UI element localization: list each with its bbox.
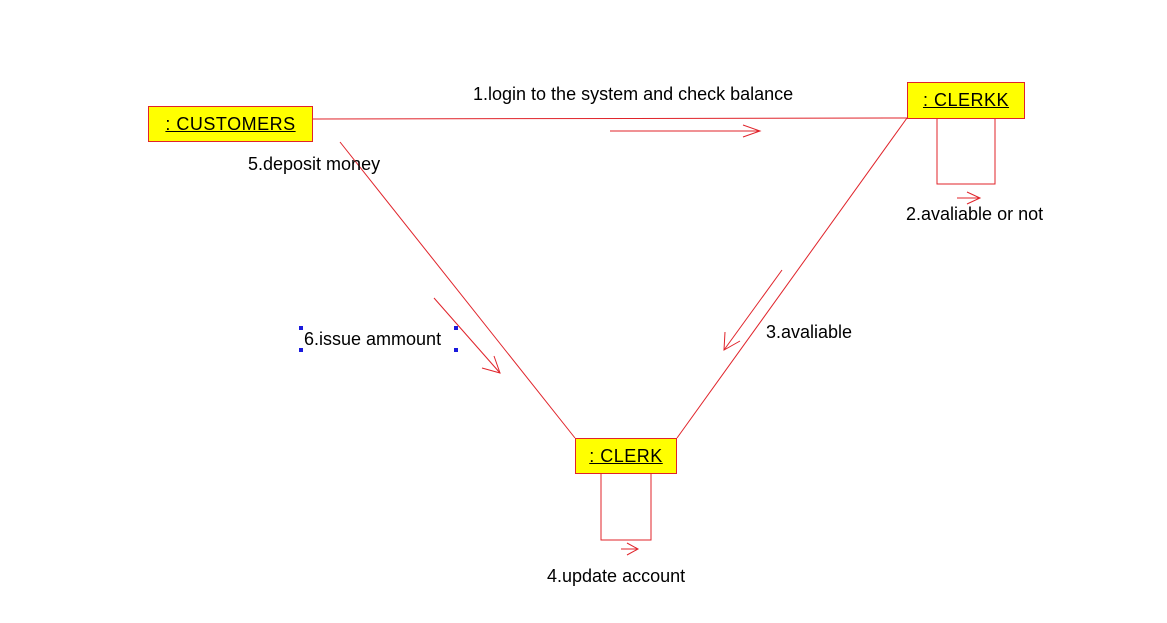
link-customers-clerkk[interactable] <box>312 117 908 120</box>
link-clerkk-clerk[interactable] <box>676 117 908 439</box>
message-arrow-5-6 <box>433 297 501 374</box>
message-label-5[interactable]: 5.deposit money <box>248 154 381 174</box>
message-label-1[interactable]: 1.login to the system and check balance <box>473 84 794 104</box>
self-link-clerk[interactable] <box>600 474 652 541</box>
object-customers-label: : CUSTOMERS <box>165 113 296 134</box>
selection-handle-top-left[interactable] <box>299 326 303 330</box>
selection-handle-top-right[interactable] <box>454 326 458 330</box>
message-arrow-1 <box>610 124 762 138</box>
message-label-2[interactable]: 2.avaliable or not <box>906 204 1044 224</box>
link-customers-clerk[interactable] <box>339 141 576 439</box>
message-arrow-3 <box>723 269 783 351</box>
object-customers[interactable]: : CUSTOMERS <box>148 106 313 142</box>
selection-handle-bottom-right[interactable] <box>454 348 458 352</box>
message-label-4[interactable]: 4.update account <box>547 566 686 586</box>
self-link-clerkk[interactable] <box>936 119 996 185</box>
object-clerk[interactable]: : CLERK <box>575 438 677 474</box>
message-arrow-4 <box>621 542 640 556</box>
message-label-3[interactable]: 3.avaliable <box>766 322 853 342</box>
object-clerk-label: : CLERK <box>589 445 663 466</box>
message-label-6[interactable]: 6.issue ammount <box>304 329 442 349</box>
selection-handle-bottom-left[interactable] <box>299 348 303 352</box>
object-clerkk-label: : CLERKK <box>922 90 1010 110</box>
object-clerkk[interactable]: : CLERKK <box>907 82 1025 119</box>
message-arrow-2 <box>957 191 982 205</box>
